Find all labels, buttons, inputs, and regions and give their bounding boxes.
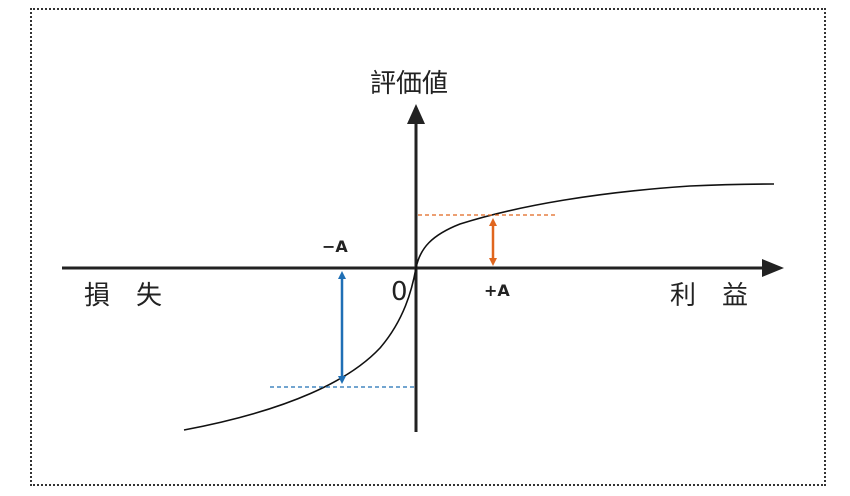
minus-a-label: −A [322, 237, 348, 256]
y-axis-arrowhead-icon [407, 104, 425, 124]
profit-label: 利 益 [670, 281, 748, 311]
loss-curve [183, 267, 417, 431]
diagram-frame [30, 8, 826, 486]
y-axis-label: 評価値 [370, 69, 448, 99]
plus-a-label: +A [484, 281, 510, 300]
x-axis-arrowhead-icon [762, 259, 784, 277]
gain-curve [415, 183, 775, 269]
origin-label: 0 [391, 277, 408, 307]
loss-label: 損 失 [84, 281, 162, 311]
